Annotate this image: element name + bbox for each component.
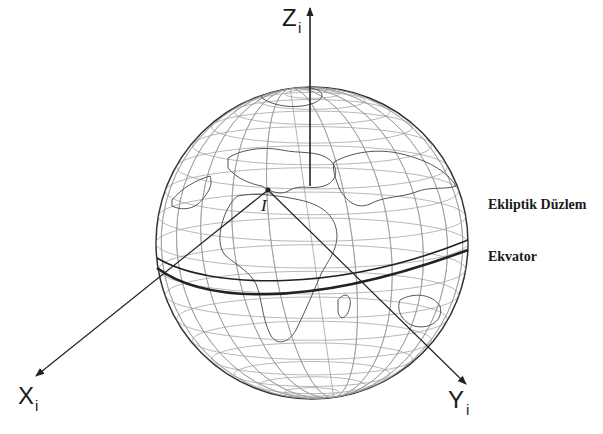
- parallel: [177, 146, 447, 189]
- parallel: [158, 245, 465, 294]
- axis-subscript: i: [466, 402, 469, 417]
- meridian: [141, 68, 483, 419]
- parallel: [234, 362, 390, 387]
- meridian: [213, 78, 411, 409]
- parallel: [259, 92, 366, 109]
- axis-name: Y: [448, 388, 464, 412]
- parallel: [212, 343, 413, 375]
- parallel: [177, 297, 447, 340]
- meridian: [290, 89, 333, 398]
- axis-subscript: i: [35, 398, 38, 413]
- axis-subscript: i: [298, 20, 301, 35]
- origin-point: [266, 188, 271, 193]
- parallel: [285, 388, 339, 397]
- parallel: [234, 100, 390, 125]
- x-axis: [36, 190, 268, 376]
- point-label: I: [261, 197, 267, 214]
- axis-name: Z: [282, 6, 297, 30]
- meridian: [141, 68, 483, 419]
- parallel: [165, 168, 458, 215]
- meridian: [157, 70, 468, 417]
- meridian: [250, 83, 373, 403]
- continent-outlines: [172, 86, 456, 342]
- meridian: [157, 70, 468, 417]
- plane-label: Ekvator: [488, 250, 537, 264]
- equator-line: [157, 240, 468, 281]
- meridian: [213, 78, 411, 409]
- axis-name: X: [18, 384, 34, 408]
- graticule: [141, 68, 483, 419]
- parallel: [212, 111, 413, 143]
- parallel: [285, 90, 339, 99]
- y-axis: [268, 190, 466, 384]
- plane-label: Ekliptik Düzlem: [488, 198, 586, 212]
- z-axis: [309, 8, 311, 186]
- meridian: [250, 83, 373, 403]
